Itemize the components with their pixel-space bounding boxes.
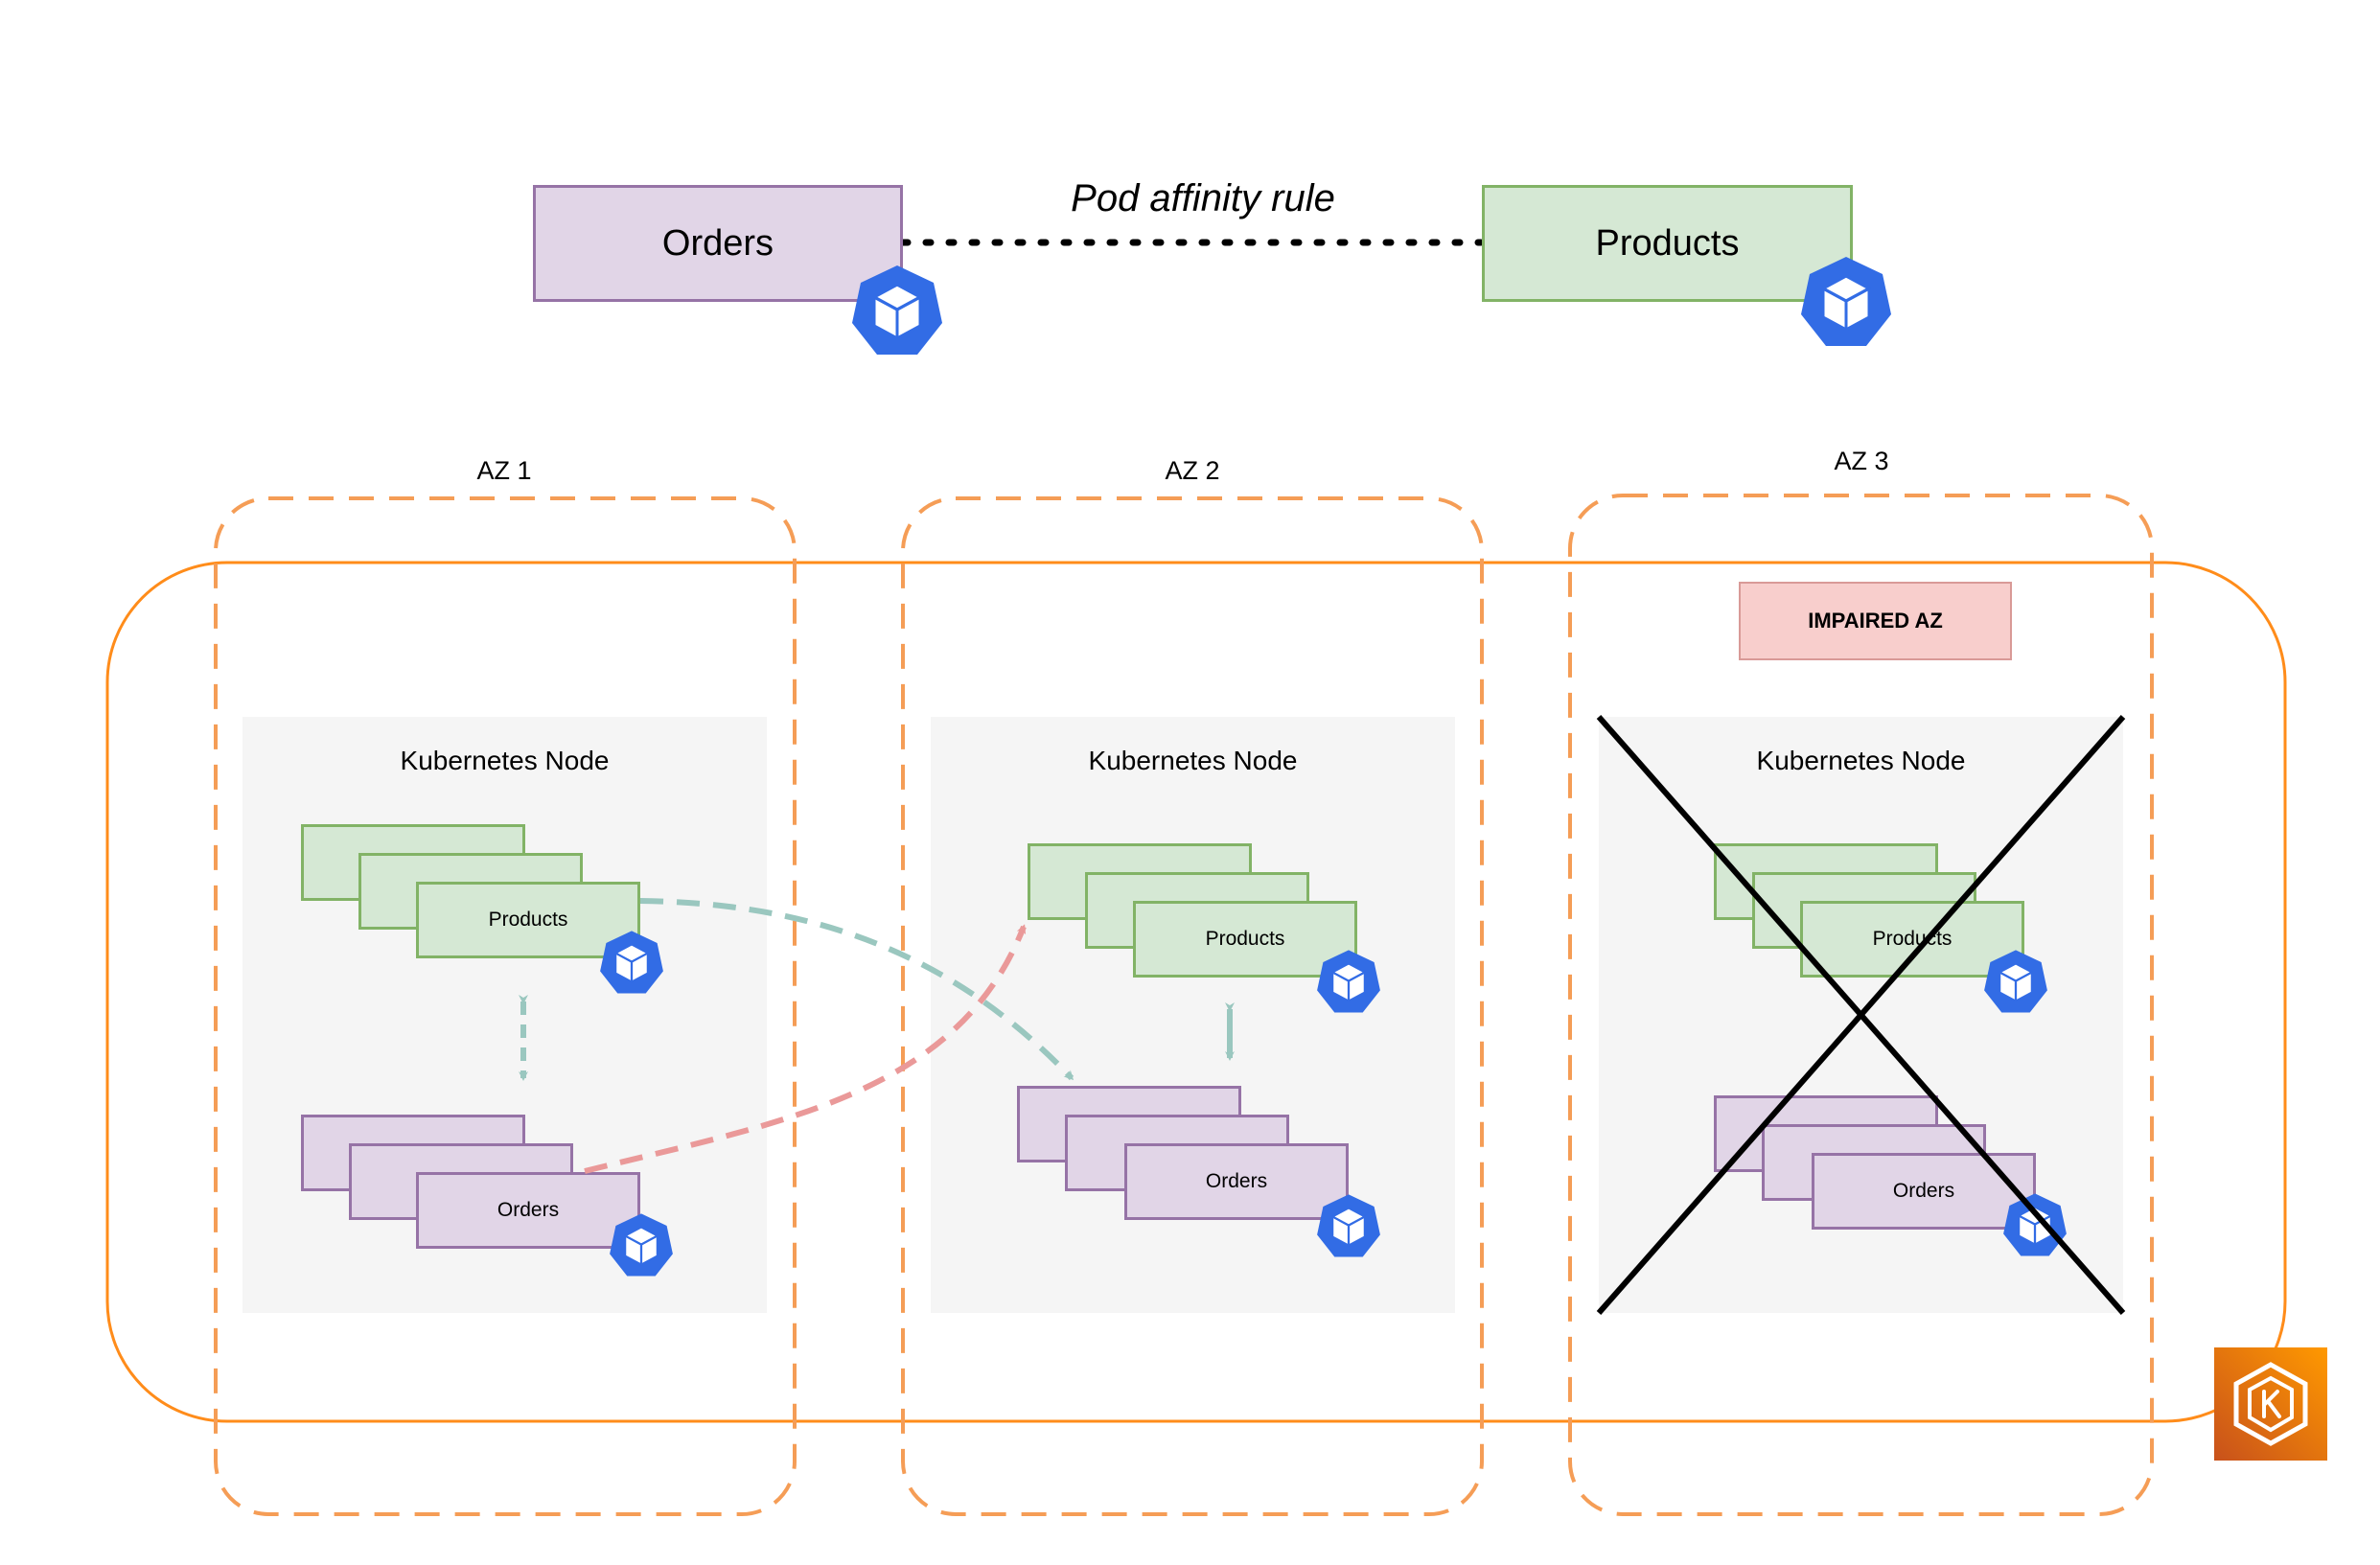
orders-service-box: Orders <box>533 185 903 302</box>
az3-label: AZ 3 <box>1834 447 1889 475</box>
products-pod-az1-label: Products <box>488 909 568 931</box>
orders-pod-az3-front: Orders <box>1812 1153 2036 1230</box>
impaired-az-badge: IMPAIRED AZ <box>1739 582 2012 660</box>
products-pod-az2-front: Products <box>1133 901 1357 978</box>
az1-boundary <box>214 496 797 1516</box>
products-service-label: Products <box>1595 222 1740 264</box>
node-title-az2: Kubernetes Node <box>1088 746 1298 775</box>
node-title-az1: Kubernetes Node <box>400 746 610 775</box>
products-pod-az1-front: Products <box>416 882 640 958</box>
az1-label: AZ 1 <box>476 456 532 485</box>
amazon-eks-icon <box>2214 1347 2327 1461</box>
products-pod-az2-label: Products <box>1205 928 1285 950</box>
impaired-az-label: IMPAIRED AZ <box>1808 609 1943 633</box>
az2-label: AZ 2 <box>1165 456 1220 485</box>
products-service-box: Products <box>1482 185 1853 302</box>
az3-boundary <box>1568 494 2154 1516</box>
orders-pod-az1-label: Orders <box>497 1199 560 1221</box>
cluster-boundary <box>105 561 2287 1423</box>
failure-cross-line <box>1596 715 2126 1315</box>
orders-pod-az1-front: Orders <box>416 1172 640 1249</box>
az2-boundary <box>901 496 1484 1516</box>
node-title-az3: Kubernetes Node <box>1756 746 1966 775</box>
orders-pod-az3-label: Orders <box>1892 1180 1955 1202</box>
cross-az-arrow-orders <box>584 924 1027 1174</box>
affinity-rule-label: Pod affinity rule <box>1071 177 1335 219</box>
orders-pod-az2-front: Orders <box>1124 1143 1349 1220</box>
orders-service-label: Orders <box>661 222 774 264</box>
cross-az-arrow-products <box>639 898 1074 1081</box>
orders-pod-az2-label: Orders <box>1205 1170 1268 1192</box>
